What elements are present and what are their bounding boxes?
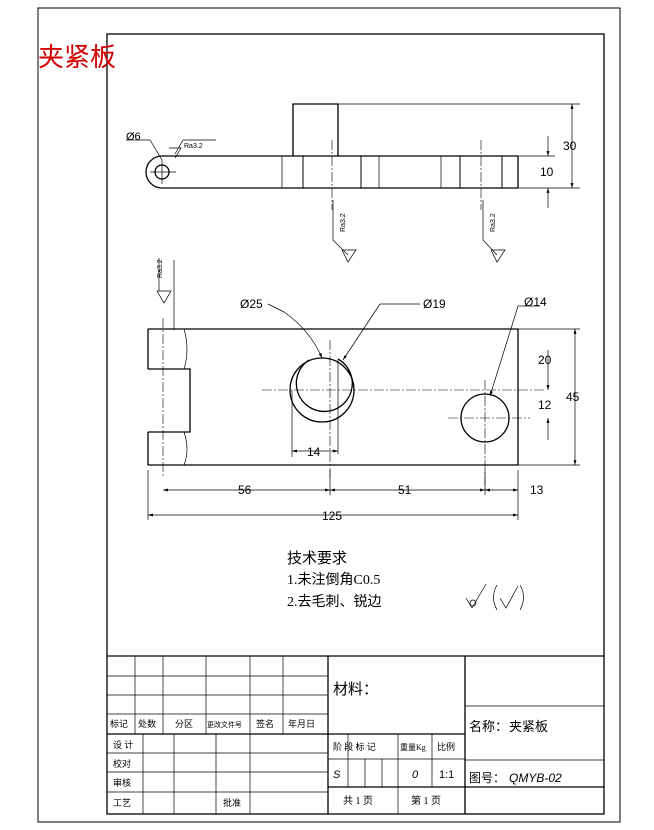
dim-d25: Ø25 [240,297,263,311]
tb-col-change-doc: 更改文件号 [207,720,242,729]
tb-page-number: 第 1 页 [411,794,441,807]
tb-scale-value: 1:1 [439,769,454,781]
dim-14: 14 [307,445,321,459]
tb-approve: 批准 [223,797,241,808]
drawing-title: 夹紧板 [38,43,116,72]
dim-d6: Ø6 [126,131,141,143]
material-label: 材料： [333,681,378,698]
ra-top: Ra3.2 [157,259,164,278]
dim-30: 30 [563,139,577,153]
tb-scale-header: 比例 [437,741,455,752]
ra-hole2: Ra3.2 [490,213,497,232]
surface-finish-symbol [465,583,524,611]
tb-name-value: 夹紧板 [509,719,548,734]
top-view [126,103,580,263]
ra-side: Ra3.2 [184,143,203,150]
tb-process: 工艺 [113,798,131,808]
tb-weight-value: 0 [412,769,419,781]
dim-125: 125 [322,509,342,523]
inner-frame [106,33,605,815]
dim-10: 10 [540,165,554,179]
notes-line1: 1.未注倒角C0.5 [287,572,380,588]
dim-12: 12 [538,398,552,412]
tb-drawing-no-label: 图号： [469,771,505,785]
tb-review: 审核 [113,777,131,788]
tb-col-zone: 分区 [175,719,193,729]
tb-drawing-no-value: QMYB-02 [509,771,562,785]
tb-col-date: 年月日 [288,718,315,729]
dim-13: 13 [530,483,544,497]
tb-stage-value: S [333,769,341,781]
tb-weight-header: 重量Kg [400,742,426,752]
dim-20: 20 [538,353,552,367]
tb-col-count: 处数 [138,718,156,729]
tb-total-pages: 共 1 页 [343,795,373,807]
notes-line2: 2.去毛刺、锐边 [287,594,382,610]
ra-hole1: Ra3.2 [340,213,347,232]
tb-design: 设 计 [113,739,133,750]
outer-frame [37,7,621,823]
front-view [147,258,580,520]
dim-51: 51 [398,483,412,497]
tb-name-label: 名称： [469,719,508,734]
dim-45: 45 [566,390,580,404]
tb-check: 校对 [113,758,131,769]
tb-col-mark: 标记 [110,718,128,729]
title-block [107,655,604,814]
notes-heading: 技术要求 [287,550,347,567]
dim-d19: Ø19 [423,297,446,311]
dim-56: 56 [238,483,252,497]
dim-d14: Ø14 [524,295,547,309]
tb-stage-header: 阶 段 标 记 [333,741,376,752]
tb-col-sign: 签名 [256,718,274,729]
